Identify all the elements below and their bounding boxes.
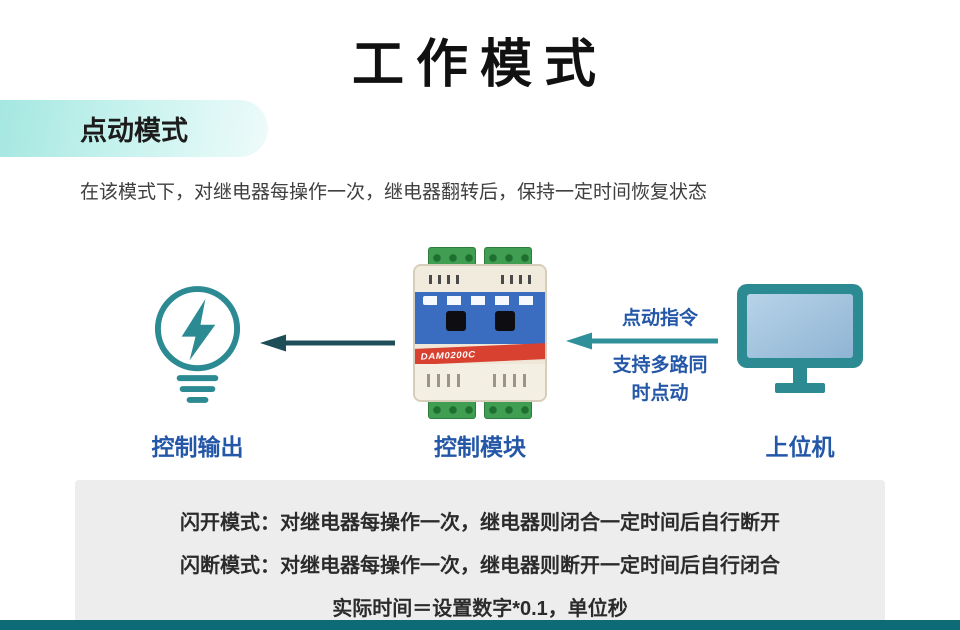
device-bottom-terminals xyxy=(413,399,547,419)
flash-open-note: 闪开模式：对继电器每操作一次，继电器则闭合一定时间后自行断开 xyxy=(180,512,780,534)
footer-accent-bar xyxy=(0,620,960,630)
device-lower-panel xyxy=(415,364,545,400)
page-title: 工作模式 xyxy=(351,36,608,94)
jog-mode-header: 点动模式 xyxy=(80,116,188,146)
device-model-stripe: DAM0200C xyxy=(415,342,545,366)
relay-module-image: DAM0200C xyxy=(413,247,547,419)
mode-description: 在该模式下，对继电器每操作一次，继电器翻转后，保持一定时间恢复状态 xyxy=(80,182,708,203)
control-output-label: 控制输出 xyxy=(151,434,244,460)
control-module-label: 控制模块 xyxy=(434,434,526,460)
device-top-terminals xyxy=(413,247,547,267)
lightbulb-flash-icon xyxy=(154,286,241,403)
arrow-module-to-output-icon xyxy=(260,334,395,352)
relay-component xyxy=(494,311,515,331)
device-upper-panel xyxy=(415,266,545,292)
mode-notes-panel: 闪开模式：对继电器每操作一次，继电器则闭合一定时间后自行断开 闪断模式：对继电器… xyxy=(75,480,885,630)
terminal-block xyxy=(428,247,476,267)
monitor-icon xyxy=(737,284,863,393)
time-formula-note: 实际时间＝设置数字*0.1，单位秒 xyxy=(332,598,628,620)
jog-command-label: 点动指令 xyxy=(621,308,698,329)
device-body: DAM0200C xyxy=(413,264,547,402)
terminal-block xyxy=(484,247,532,267)
device-blue-panel xyxy=(415,292,545,344)
terminal-block xyxy=(484,399,532,419)
jog-mode-header-pill: 点动模式 xyxy=(0,100,268,157)
multi-channel-note: 支持多路同时点动 xyxy=(612,355,708,404)
terminal-block xyxy=(428,399,476,419)
device-model-label: DAM0200C xyxy=(420,349,476,362)
flash-break-note: 闪断模式：对继电器每操作一次，继电器则断开一定时间后自行闭合 xyxy=(180,555,780,577)
relay-component xyxy=(445,311,466,331)
host-computer-label: 上位机 xyxy=(765,434,835,460)
arrow-host-to-module-icon xyxy=(566,332,718,350)
